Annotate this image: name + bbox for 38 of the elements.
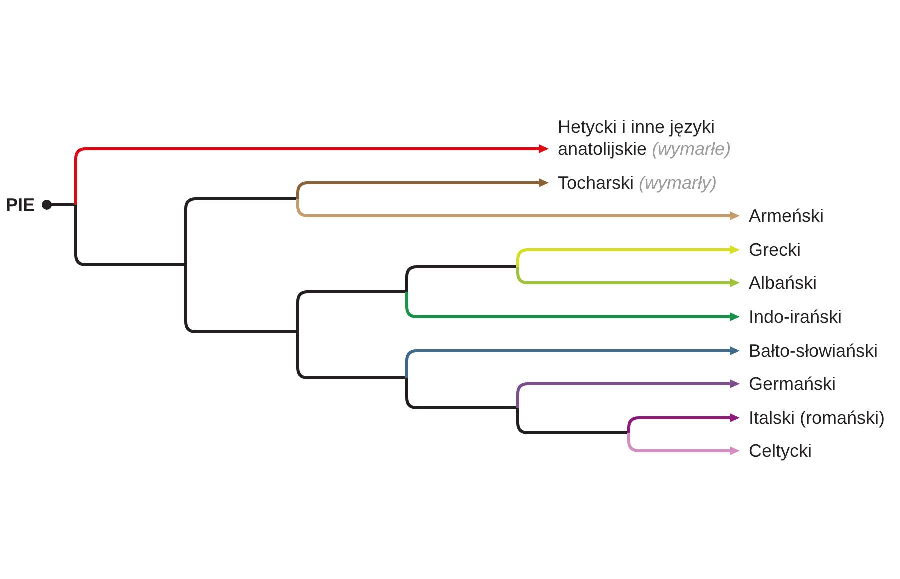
branch-line <box>296 290 310 332</box>
branch-line <box>308 290 408 294</box>
language-label: Tocharski (wymarły) <box>549 172 718 194</box>
branch-line <box>406 378 418 410</box>
root-label: PIE <box>6 194 42 216</box>
branch-arrow <box>516 267 740 288</box>
language-label: Italski (romański) <box>740 407 886 429</box>
branch-arrow <box>516 380 740 408</box>
language-label: Germański <box>740 373 836 395</box>
language-label: Albański <box>740 272 818 294</box>
language-label: Indo-irański <box>740 306 842 328</box>
branch-line <box>528 432 630 434</box>
branch-arrow <box>74 144 549 205</box>
branch-arrow <box>296 178 549 199</box>
branch-line <box>416 406 520 410</box>
branch-arrow <box>296 199 740 220</box>
language-label: Hetycki i inne języki anatolijskie (wymarłe) <box>549 116 743 160</box>
language-label: Celtycki <box>740 440 812 462</box>
branch-line <box>42 200 78 210</box>
branch-line <box>196 330 300 334</box>
language-label: Bałto-słowiański <box>740 340 878 362</box>
branch-line <box>406 266 418 292</box>
language-label: Armeński <box>740 205 824 227</box>
branch-arrow <box>406 292 740 322</box>
branch-arrow <box>628 414 740 433</box>
branch-line <box>86 264 188 266</box>
branch-line <box>196 198 300 200</box>
branch-arrow <box>406 346 740 378</box>
branch-line <box>308 376 408 380</box>
branch-line <box>296 332 310 380</box>
branch-arrow <box>516 246 740 267</box>
branch-line <box>74 205 88 266</box>
language-label: Grecki <box>740 239 802 261</box>
branch-line <box>184 198 198 265</box>
branch-line <box>184 265 198 334</box>
branch-line <box>416 266 520 268</box>
branch-arrow <box>628 433 740 456</box>
branch-line <box>516 408 530 434</box>
